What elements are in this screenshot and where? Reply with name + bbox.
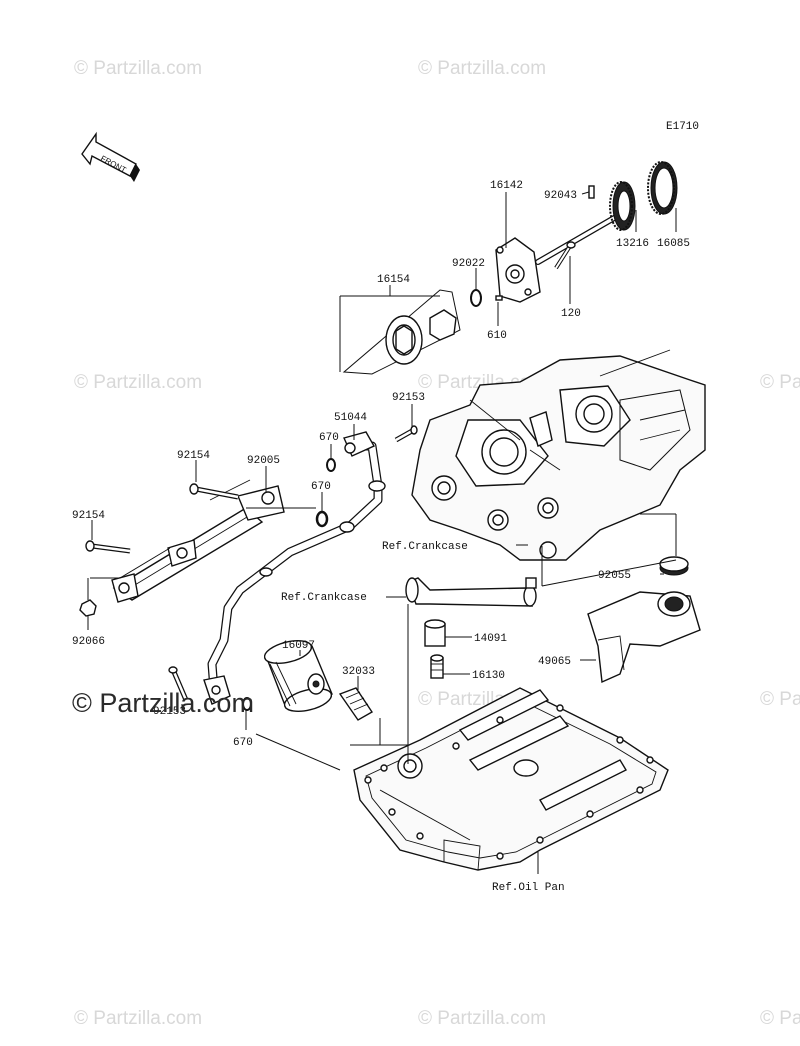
oil-pipe-51044 <box>203 431 386 705</box>
part-number-610: 610 <box>487 330 507 342</box>
bolt-92154 <box>85 540 131 554</box>
part-number-92154: 92154 <box>72 510 105 522</box>
watermark: © Partzilla.com <box>74 58 202 79</box>
watermark: © Partzilla.com <box>74 372 202 393</box>
gear-shaft-13216 <box>535 181 636 265</box>
pin-610 <box>495 295 503 301</box>
pipe-32033 <box>338 687 373 721</box>
watermark: © Partzilla.com <box>760 689 800 710</box>
watermark: © Partzilla.com <box>74 1008 202 1029</box>
part-number-92055: 92055 <box>598 570 631 582</box>
part-number-92153: 92153 <box>153 706 186 718</box>
watermark: © Partzilla.com <box>418 58 546 79</box>
collar-14091 <box>424 619 446 647</box>
rotor-16154 <box>342 289 461 375</box>
part-number-51044: 51044 <box>334 412 367 424</box>
o-ring-92055 <box>659 556 689 576</box>
part-number-92005: 92005 <box>247 455 280 467</box>
ref-crankcase-label: Ref.Crankcase <box>281 592 367 604</box>
ref-oil-pan-label: Ref.Oil Pan <box>492 882 565 894</box>
o-ring-670 <box>315 510 329 528</box>
part-number-92153: 92153 <box>392 392 425 404</box>
watermark-layer: © Partzilla.com © Partzilla.com © Partzi… <box>74 58 800 1029</box>
o-ring-670 <box>242 697 252 711</box>
oil-filter-16097 <box>263 639 333 713</box>
part-number-16085: 16085 <box>657 238 690 250</box>
front-arrow-icon: FRONT <box>81 131 140 182</box>
part-number-92043: 92043 <box>544 190 577 202</box>
crankcase-ref <box>411 349 706 561</box>
reference-labels: Ref.Crankcase Ref.Crankcase Ref.Oil Pan <box>281 541 565 894</box>
valve-16130 <box>430 654 444 679</box>
watermark: © Partzilla.com <box>760 1008 800 1029</box>
part-number-120: 120 <box>561 308 581 320</box>
pump-cover-16142 <box>495 237 541 303</box>
bolt-120 <box>554 241 576 270</box>
part-number-92022: 92022 <box>452 258 485 270</box>
oil-pump-assembly <box>342 161 678 375</box>
part-number-92066: 92066 <box>72 636 105 648</box>
pipe-14091 <box>405 577 537 607</box>
part-number-670: 670 <box>233 737 253 749</box>
part-number-16142: 16142 <box>490 180 523 192</box>
part-number-92154: 92154 <box>177 450 210 462</box>
part-number-32033: 32033 <box>342 666 375 678</box>
nut-92066 <box>79 599 97 617</box>
watermark-large: © Partzilla.com <box>72 688 254 718</box>
bolt-92154 <box>189 483 239 500</box>
part-number-13216: 13216 <box>616 238 649 250</box>
pin-92043 <box>588 185 595 199</box>
ref-crankcase-label: Ref.Crankcase <box>382 541 468 553</box>
part-number-670: 670 <box>319 432 339 444</box>
part-number-16097: 16097 <box>282 640 315 652</box>
washer-92022 <box>470 289 482 307</box>
watermark: © Partzilla.com <box>760 372 800 393</box>
part-number-16130: 16130 <box>472 670 505 682</box>
part-number-49065: 49065 <box>538 656 571 668</box>
oil-pipe-92005 <box>90 479 285 603</box>
strainer-49065 <box>587 591 701 684</box>
bolt-92153 <box>168 666 189 701</box>
bolt-92153 <box>394 425 418 443</box>
leader-lines <box>87 191 677 874</box>
part-number-16154: 16154 <box>377 274 410 286</box>
part-number-14091: 14091 <box>474 633 507 645</box>
gear-16085 <box>647 161 678 215</box>
part-labels: 92043 16142 13216 16085 92022 16154 120 … <box>72 180 690 749</box>
part-number-670: 670 <box>311 481 331 493</box>
watermark: © Partzilla.com <box>418 1008 546 1029</box>
diagram-code: E1710 <box>666 121 699 133</box>
o-ring-670 <box>326 458 336 472</box>
oil-pan-ref <box>353 687 669 871</box>
